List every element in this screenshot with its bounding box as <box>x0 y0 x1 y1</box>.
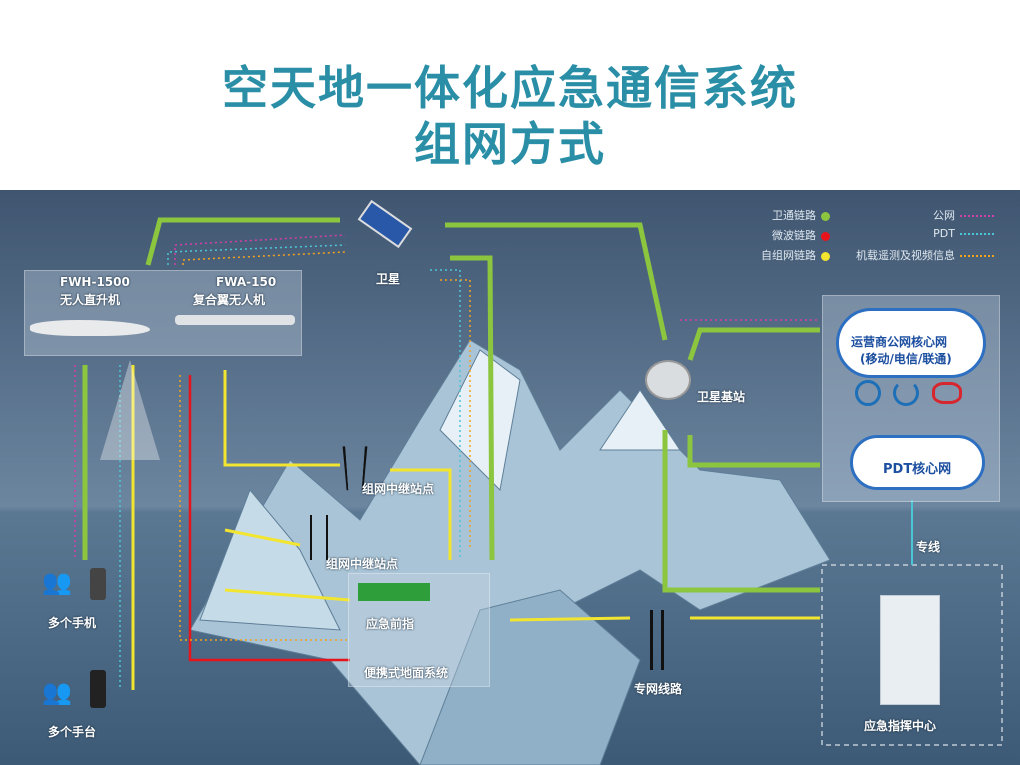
people-icon: 👥 <box>42 568 72 596</box>
private-line-label: 专网线路 <box>634 682 683 696</box>
legend-label: 卫通链路 <box>772 209 816 222</box>
carrier-core-label: 运营商公网核心网 <box>851 335 948 349</box>
dotted-line-icon <box>960 215 994 217</box>
legend-label: PDT <box>933 227 955 240</box>
command-building-icon <box>880 595 940 705</box>
china-telecom-logo-icon <box>893 380 919 406</box>
forward-cmd-label: 应急前指 <box>366 617 415 631</box>
network-diagram: FWH-1500 无人直升机 FWA-150 复合翼无人机 卫星 卫星基站 运营… <box>0 190 1020 765</box>
green-dot-icon <box>821 211 830 221</box>
command-center-label: 应急指挥中心 <box>864 719 937 733</box>
legend-airborne: 机载遥测及视频信息 <box>856 247 994 263</box>
uav-name: 复合翼无人机 <box>193 293 266 307</box>
mobile-phone-icon <box>90 568 106 600</box>
phones-label: 多个手机 <box>48 616 97 630</box>
diagram-graphics <box>74 217 1003 765</box>
legend-public: 公网 <box>933 207 994 223</box>
satellite-dish-icon <box>645 360 691 400</box>
helicopter-icon <box>30 320 150 336</box>
mesh-links <box>131 365 820 690</box>
carrier-sub-label: (移动/电信/联通) <box>860 352 952 366</box>
legend-label: 公网 <box>933 209 955 222</box>
tent-icon <box>358 583 430 601</box>
legend-label: 机载遥测及视频信息 <box>856 249 955 262</box>
legend-pdt: PDT <box>933 227 994 240</box>
radios-label: 多个手台 <box>48 725 97 739</box>
china-unicom-logo-icon <box>932 382 962 404</box>
pdt-core-label: PDT核心网 <box>883 462 952 477</box>
radio-tower-icon <box>650 610 664 670</box>
china-mobile-logo-icon <box>855 380 881 406</box>
dedicated-line-label: 专线 <box>916 540 941 554</box>
dotted-links <box>74 234 820 690</box>
uav-panel <box>24 270 302 356</box>
relay-tripod-icon <box>310 515 328 560</box>
legend-satellite: 卫通链路 <box>772 207 830 223</box>
handheld-radio-icon <box>90 670 106 708</box>
people-icon: 👥 <box>42 678 72 706</box>
fixed-wing-uav-icon <box>175 315 295 325</box>
satellite-links <box>82 217 820 593</box>
relay-1-label: 组网中继站点 <box>362 482 435 496</box>
dotted-line-icon <box>960 255 994 257</box>
heli-name: 无人直升机 <box>60 293 121 307</box>
satellite-label: 卫星 <box>376 272 401 286</box>
red-dot-icon <box>821 231 830 241</box>
sat-station-label: 卫星基站 <box>697 390 746 404</box>
carrier-cloud-icon <box>836 308 986 378</box>
relay-2-label: 组网中继站点 <box>326 557 399 571</box>
microwave-link <box>188 375 350 662</box>
uav-model: FWA-150 <box>216 275 277 289</box>
title-line-1: 空天地一体化应急通信系统 <box>222 61 798 115</box>
dotted-line-icon <box>960 233 994 235</box>
legend-microwave: 微波链路 <box>772 227 830 243</box>
legend-label: 自组网链路 <box>761 249 816 262</box>
heli-model: FWH-1500 <box>60 275 130 289</box>
pdt-cloud-icon <box>850 435 985 490</box>
portable-system-label: 便携式地面系统 <box>364 666 449 680</box>
yellow-dot-icon <box>821 251 830 261</box>
uav-beam <box>100 360 160 460</box>
legend-label: 微波链路 <box>772 229 816 242</box>
title-line-2: 组网方式 <box>414 117 606 171</box>
legend-mesh: 自组网链路 <box>761 247 830 263</box>
